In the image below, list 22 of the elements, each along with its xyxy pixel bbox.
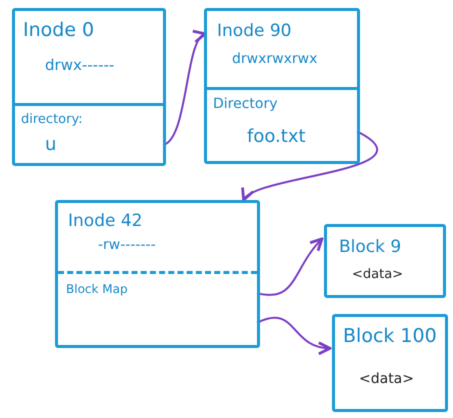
heading-label: Directory [213, 96, 278, 112]
field-value: u [45, 134, 56, 155]
field-value: -rw------- [98, 237, 156, 253]
inode-box [12, 8, 166, 166]
heading-label: Inode 0 [23, 19, 94, 41]
inode-box [55, 200, 260, 348]
heading-label: Block 100 [343, 325, 437, 347]
arrow [256, 316, 332, 354]
heading-label: Inode 90 [217, 21, 292, 41]
field-value: drwxrwxrwx [232, 51, 318, 67]
heading-label: Block 9 [339, 237, 402, 257]
heading-label: Inode 42 [68, 211, 142, 231]
field-value: <data> [352, 267, 404, 282]
field-value: foo.txt [247, 126, 306, 147]
field-value: <data> [359, 371, 414, 387]
heading-label: directory: [21, 112, 83, 127]
block-box [332, 314, 448, 412]
arrow [242, 130, 378, 202]
field-value: drwx------ [45, 56, 114, 74]
inode-box [204, 8, 360, 164]
heading-label: Block Map [66, 282, 128, 296]
block-box [324, 224, 446, 298]
